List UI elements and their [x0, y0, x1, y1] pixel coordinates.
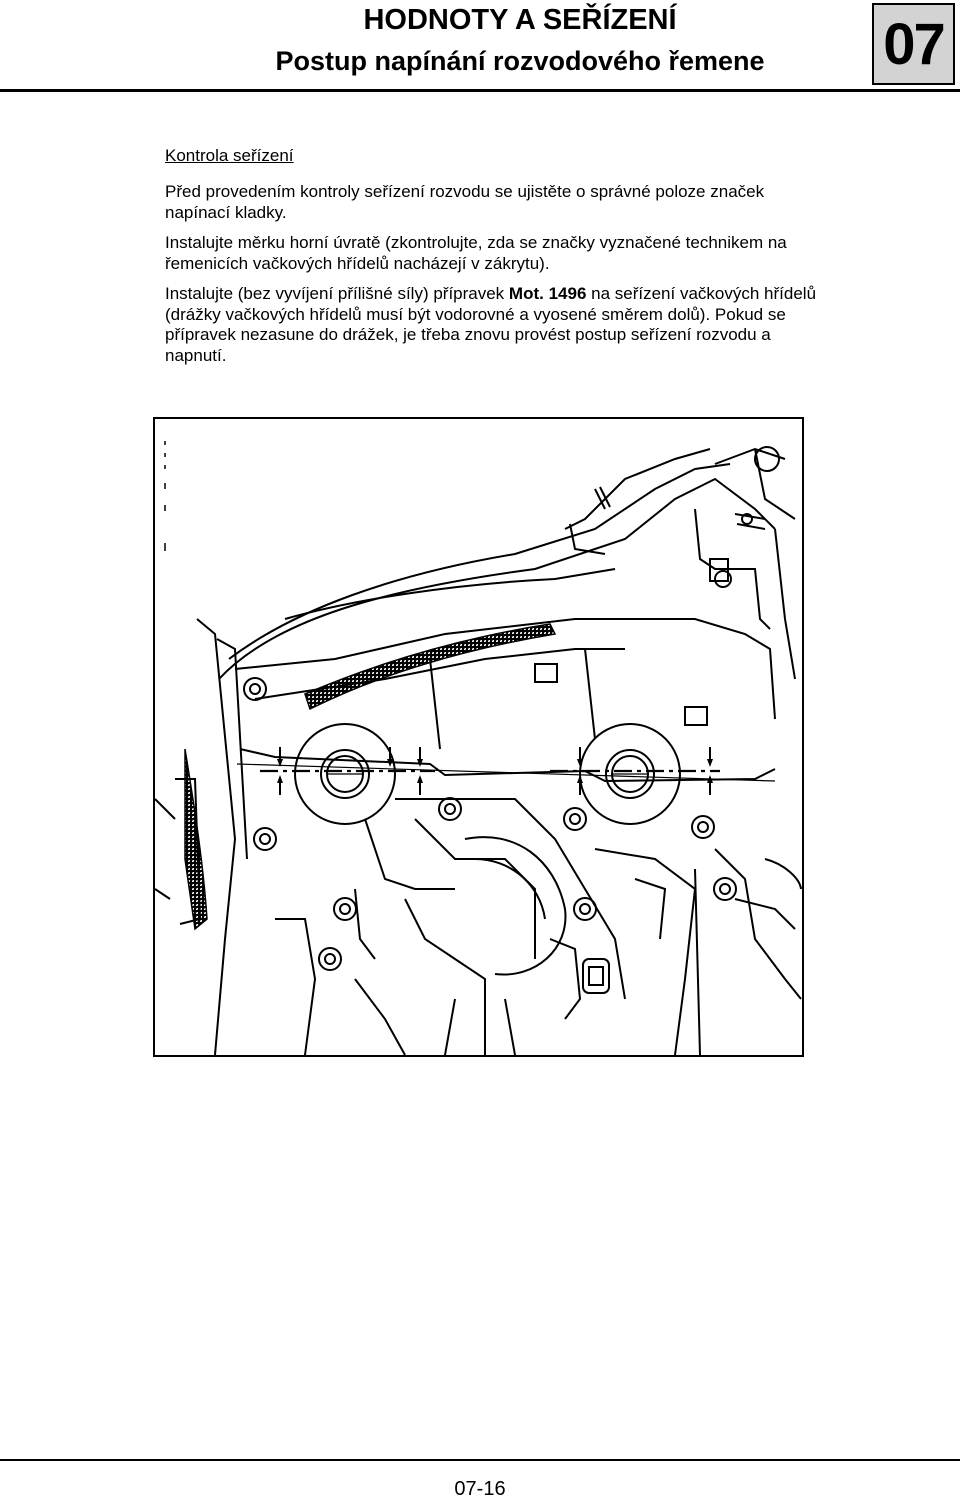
- engine-camshaft-illustration: [153, 417, 804, 1057]
- timing-cover-edge: [155, 618, 248, 1055]
- tool-reference: Mot. 1496: [508, 284, 587, 303]
- cylinder-head: [234, 558, 776, 783]
- body-text: Kontrola seřízení Před provedením kontro…: [165, 146, 825, 376]
- page-number: 07-16: [454, 1478, 506, 1500]
- paragraph-2: Instalujte měrku horní úvratě (zkontrolu…: [165, 233, 787, 273]
- camshaft-drawing: [155, 441, 802, 1055]
- alignment-marks: [260, 747, 720, 795]
- lower-casting: [275, 798, 802, 1055]
- gasket-strip: [304, 623, 557, 711]
- paragraph-3: Instalujte (bez vyvíjení přílišné síly) …: [165, 284, 825, 366]
- footer-divider: [0, 1459, 960, 1461]
- manifold-cover: [218, 446, 796, 680]
- bolts: [243, 677, 737, 971]
- paragraph-1: Před provedením kontroly seřízení rozvod…: [165, 182, 765, 222]
- right-camshaft-pulley: [579, 723, 681, 825]
- chapter-badge: 07: [872, 3, 955, 85]
- page-title: HODNOTY A SEŘÍZENÍ: [363, 4, 677, 36]
- paragraph-3-end: na seřízení vačkových hřídelů (drážky va…: [165, 284, 817, 365]
- section-heading: Kontrola seřízení: [165, 146, 294, 165]
- left-camshaft-pulley: [294, 723, 396, 825]
- page-header: HODNOTY A SEŘÍZENÍ Postup napínání rozvo…: [0, 0, 960, 100]
- paragraph-3-start: Instalujte (bez vyvíjení přílišné síly) …: [165, 284, 509, 303]
- header-divider: [0, 89, 960, 92]
- page-subtitle: Postup napínání rozvodového řemene: [275, 46, 765, 76]
